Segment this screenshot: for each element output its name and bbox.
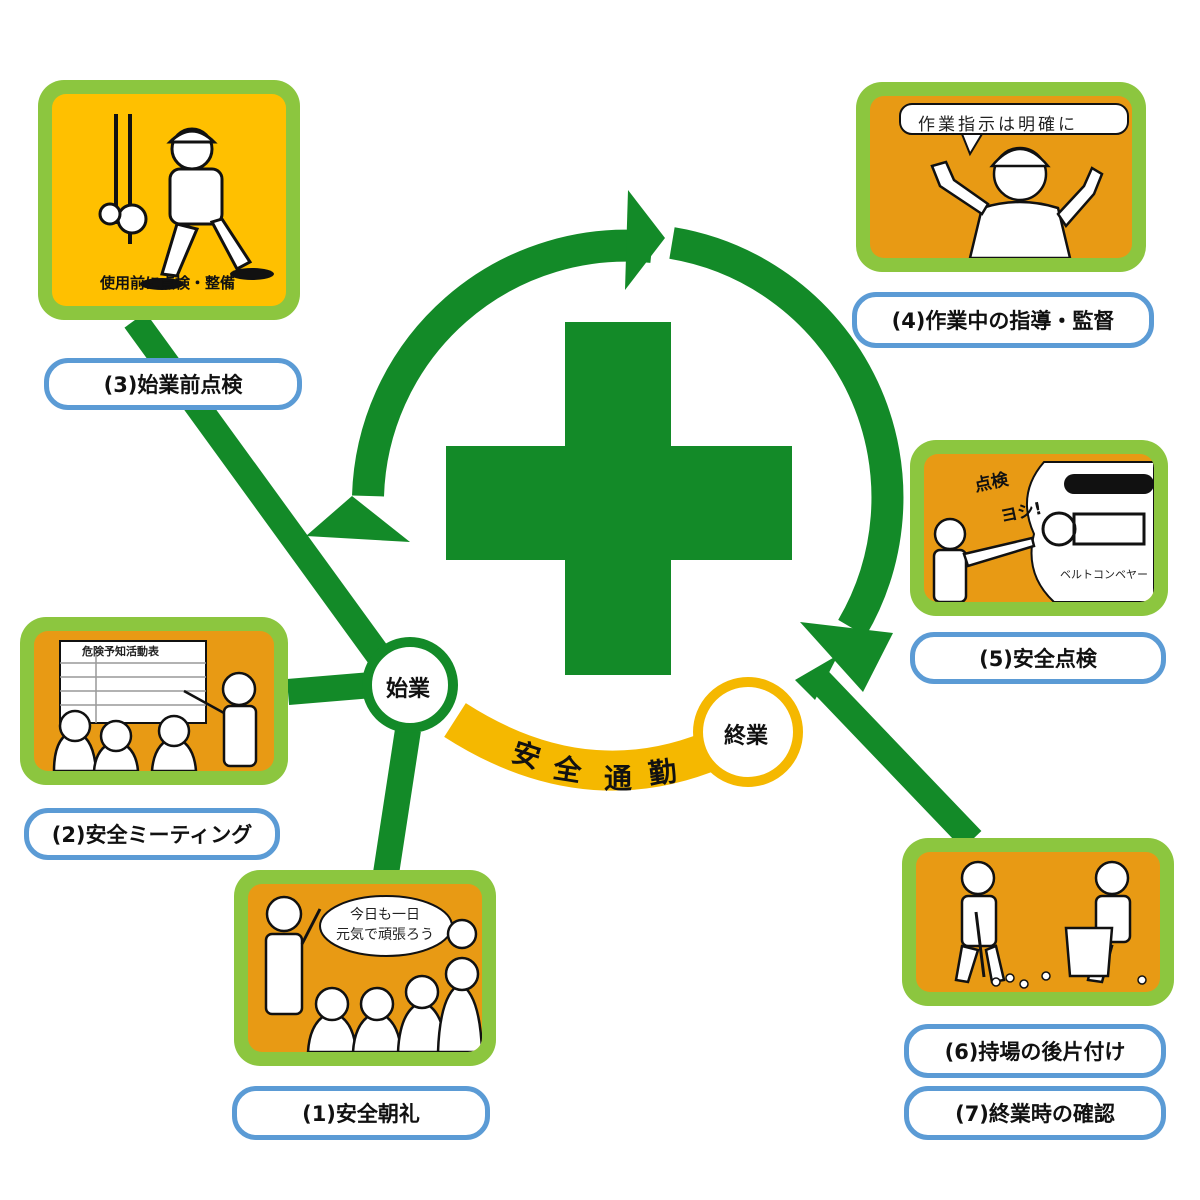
arrowhead-top xyxy=(625,190,665,290)
step5-machine-label: ベルトコンベヤー xyxy=(1060,568,1148,581)
step1-bubble-line2: 元気で頑張ろう xyxy=(336,927,434,943)
cycle-arc-top xyxy=(352,229,654,497)
step3-panel: 使用前に点検・整備 xyxy=(38,80,300,320)
cycle-ring xyxy=(352,227,904,637)
arrowhead-right xyxy=(800,622,893,692)
arrowhead-left xyxy=(306,496,410,542)
step7-label: (7)終業時の確認 xyxy=(904,1086,1166,1140)
step4-illustration: 作業指示は明確に xyxy=(870,96,1132,258)
conveyor-shape xyxy=(1025,461,1154,602)
step6-panel xyxy=(902,838,1174,1006)
step3-illustration: 使用前に点検・整備 xyxy=(52,94,286,306)
step3-label: (3)始業前点検 xyxy=(44,358,302,410)
step1-panel: 今日も一日 元気で頑張ろう xyxy=(234,870,496,1066)
step6-label: (6)持場の後片付け xyxy=(904,1024,1166,1078)
commute-band xyxy=(444,703,744,791)
start-node xyxy=(362,637,458,733)
step1-illustration: 今日も一日 元気で頑張ろう xyxy=(248,884,482,1052)
green-cross xyxy=(446,322,792,675)
step3-caption: 使用前に点検・整備 xyxy=(100,274,236,292)
commute-char-2: 全 xyxy=(550,751,585,788)
step1-bubble-line1: 今日も一日 xyxy=(350,907,420,923)
step4-label: (4)作業中の指導・監督 xyxy=(852,292,1154,348)
whiteboard xyxy=(59,640,207,724)
commute-char-4: 勤 xyxy=(646,754,678,791)
commute-char-3: 通 xyxy=(604,762,632,795)
step6-illustration xyxy=(916,852,1160,992)
step4-panel: 作業指示は明確に xyxy=(856,82,1146,272)
step1-label: (1)安全朝礼 xyxy=(232,1086,490,1140)
step5-panel: 点検 ヨシ! ベルトコンベヤー xyxy=(910,440,1168,616)
step2-panel: 危険予知活動表 xyxy=(20,617,288,785)
step5-illustration: 点検 ヨシ! ベルトコンベヤー xyxy=(924,454,1154,602)
step2-illustration: 危険予知活動表 xyxy=(34,631,274,771)
cycle-arc-right xyxy=(669,227,904,637)
board-title: 危険予知活動表 xyxy=(82,645,159,658)
connector-step1 xyxy=(372,728,421,882)
start-node-label: 始業 xyxy=(386,677,431,702)
worker-figure xyxy=(160,127,253,278)
arrowhead-lower-right xyxy=(795,655,838,700)
end-node-label: 終業 xyxy=(724,724,769,749)
step5-label: (5)安全点検 xyxy=(910,632,1166,684)
step2-label: (2)安全ミーティング xyxy=(24,808,280,860)
connector-step6 xyxy=(805,667,982,849)
end-node xyxy=(693,677,803,787)
step4-bubble: 作業指示は明確に xyxy=(918,115,1078,135)
connector-step2 xyxy=(286,672,374,705)
